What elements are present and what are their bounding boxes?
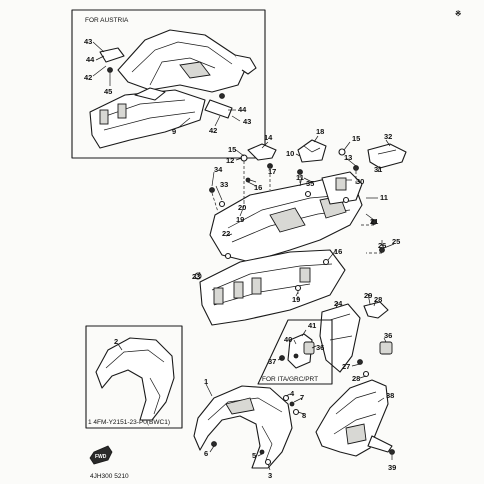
austria-frame	[71, 9, 266, 159]
ita-frame	[257, 319, 333, 385]
reflector-36	[379, 341, 393, 355]
callout-11: 11	[296, 173, 304, 182]
callout-5: 5	[252, 451, 256, 460]
rear-fender-assembly: 15 12 14 18 10 15 13 32 17 16 11 35 30 3…	[192, 127, 407, 373]
callout-40: 40	[284, 335, 292, 344]
variant-label: 1 4FM-Y2151-23-P0(BWC1)	[88, 419, 170, 426]
callout-42b: 42	[209, 126, 217, 135]
callout-10: 10	[286, 149, 294, 158]
callout-31: 31	[374, 165, 382, 174]
austria-fender-upper	[117, 29, 246, 93]
fwd-label: FWD	[95, 454, 107, 460]
austria-inset: FOR AUSTRIA 43 44 42 45 9 42	[71, 9, 266, 159]
callout-19: 19	[236, 215, 244, 224]
callout-15: 15	[228, 145, 236, 154]
callout-22: 22	[222, 229, 230, 238]
callout-29: 29	[364, 291, 372, 300]
callout-14: 14	[264, 133, 273, 142]
callout-13: 13	[344, 153, 352, 162]
callout-24: 24	[334, 299, 343, 308]
callout-43: 43	[84, 37, 92, 46]
austria-label: FOR AUSTRIA	[85, 17, 129, 24]
austria-bracket-left	[99, 47, 125, 63]
callout-28b: 28	[352, 374, 360, 383]
callout-38: 38	[386, 391, 394, 400]
callout-35: 35	[306, 179, 314, 188]
variant-front-fender	[95, 337, 175, 421]
callout-32: 32	[384, 132, 392, 141]
callout-3: 3	[268, 471, 272, 480]
callout-8: 8	[302, 411, 306, 420]
callout-43b: 43	[243, 117, 251, 126]
callout-9: 9	[172, 127, 176, 136]
hook-29	[363, 301, 389, 319]
callout-19b: 19	[292, 295, 300, 304]
callout-16: 16	[254, 183, 262, 192]
callout-1: 1	[204, 377, 208, 386]
callout-28: 28	[374, 295, 382, 304]
callout-27: 27	[342, 362, 350, 371]
callout-30: 30	[356, 177, 364, 186]
callout-23: 23	[192, 272, 200, 281]
callout-36: 36	[384, 331, 392, 340]
callout-17: 17	[268, 167, 276, 176]
callout-18: 18	[316, 127, 324, 136]
callout-16c: 16	[334, 247, 342, 256]
callout-21: 21	[370, 217, 378, 226]
callout-4: 4	[290, 389, 295, 398]
ita-label: FOR ITA/GRC/PRT	[262, 376, 318, 383]
front-fender-assembly: 1 4 7 8 6 5 3	[193, 377, 306, 480]
clamp-18	[297, 139, 327, 163]
callout-45: 45	[104, 87, 112, 96]
austria-bracket-right	[204, 99, 233, 119]
callout-36b: 36	[316, 343, 324, 352]
front-fender	[193, 385, 293, 469]
callout-41: 41	[308, 321, 316, 330]
callout-15b: 15	[352, 134, 360, 143]
callout-44b: 44	[238, 105, 247, 114]
ita-inset: FOR ITA/GRC/PRT 41 40 36 37	[257, 319, 333, 385]
callout-44: 44	[86, 55, 95, 64]
corner-mark: ※	[455, 9, 462, 18]
callout-20: 20	[238, 203, 246, 212]
callout-12: 12	[226, 156, 234, 165]
variant-frame	[85, 325, 183, 429]
callout-34: 34	[214, 165, 223, 174]
callout-42: 42	[84, 73, 92, 82]
callout-37: 37	[268, 357, 276, 366]
callout-39: 39	[388, 463, 396, 472]
variant-inset: 2 1 4FM-Y2151-23-P0(BWC1)	[85, 325, 183, 429]
callout-2: 2	[114, 337, 118, 346]
right-parts: 36 27 28 38 39	[315, 331, 396, 472]
callout-33: 33	[220, 180, 228, 189]
bracket-32	[367, 143, 407, 169]
bracket-left-top	[247, 143, 277, 161]
callout-25: 25	[392, 237, 400, 246]
drawing-code: 4JH300 5210	[90, 473, 129, 480]
fwd-arrow-icon: FWD	[89, 445, 113, 465]
callout-6: 6	[204, 449, 208, 458]
austria-tail	[234, 54, 257, 75]
callout-26: 26	[378, 241, 386, 250]
callout-7: 7	[300, 393, 304, 402]
callout-11b: 11	[380, 193, 388, 202]
